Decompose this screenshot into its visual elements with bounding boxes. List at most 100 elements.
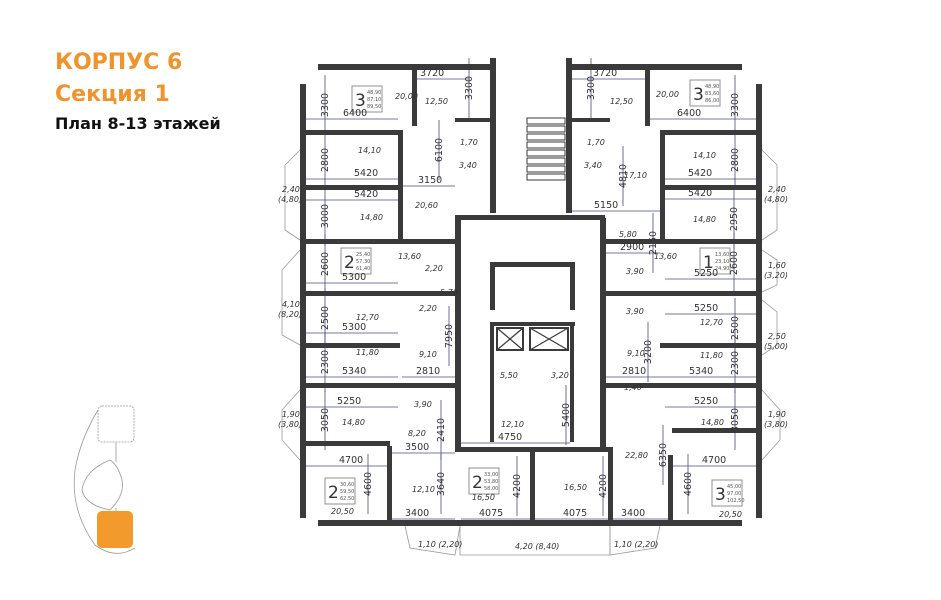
section-title: Секция 1 bbox=[55, 82, 170, 107]
apartment-area: 97,00 bbox=[727, 491, 741, 497]
apartment-area: 30,60 bbox=[340, 482, 354, 488]
dimension-label: 2300 bbox=[320, 350, 331, 374]
room-area-label: 9,10 bbox=[627, 349, 645, 358]
wall bbox=[490, 262, 575, 267]
balcony-area-label: 1,10 (2,20) bbox=[614, 540, 658, 549]
room-area-label: 5,80 bbox=[619, 230, 637, 239]
balcony-outline bbox=[761, 389, 781, 461]
wall bbox=[660, 130, 665, 242]
badge-frame bbox=[711, 479, 743, 507]
badge-frame bbox=[468, 467, 500, 495]
apartment-room-count: 2 bbox=[472, 473, 483, 493]
dimension-label: 4700 bbox=[339, 455, 363, 466]
apartment-area: 33,00 bbox=[484, 472, 498, 478]
dimension-label: 6400 bbox=[677, 108, 701, 119]
balcony-area-label: 2,50 bbox=[768, 332, 786, 341]
balcony-outline bbox=[761, 149, 778, 241]
dimension-label: 2500 bbox=[730, 316, 741, 340]
dimension-label: 4750 bbox=[498, 432, 522, 443]
dimension-label: 4075 bbox=[563, 508, 587, 519]
stair-step bbox=[526, 165, 566, 173]
wall bbox=[600, 218, 606, 450]
dimension-label: 2300 bbox=[730, 351, 741, 375]
stair-step bbox=[526, 125, 566, 133]
apartment-area: 53,80 bbox=[484, 479, 498, 485]
apartment-area: 61,40 bbox=[356, 266, 370, 272]
room-area-label: 20,00 bbox=[395, 92, 418, 101]
dimension-label: 5250 bbox=[694, 396, 718, 407]
badge-frame bbox=[324, 477, 356, 505]
badge-frame bbox=[351, 85, 383, 113]
room-area-label: 20,50 bbox=[719, 510, 742, 519]
plan-subtitle: План 8-13 этажей bbox=[55, 114, 221, 133]
room-area-label: 5,70 bbox=[440, 288, 458, 297]
wall bbox=[660, 343, 762, 348]
wall bbox=[412, 64, 417, 126]
room-area-label: 3,20 bbox=[551, 371, 569, 380]
stair-step bbox=[526, 133, 566, 141]
badge-frame bbox=[689, 79, 721, 107]
balcony-outline bbox=[761, 249, 778, 293]
wall bbox=[604, 291, 762, 296]
dimension-label: 2800 bbox=[320, 148, 331, 172]
room-area-label: 8,20 bbox=[408, 429, 426, 438]
apartment-area: 48,90 bbox=[367, 90, 381, 96]
apartment-area: 45,00 bbox=[727, 484, 741, 490]
room-area-label: 20,50 bbox=[331, 507, 354, 516]
wall bbox=[300, 291, 455, 296]
balcony-area-label: 1,60 bbox=[768, 261, 786, 270]
wall bbox=[300, 185, 402, 190]
wall bbox=[570, 64, 742, 70]
apartment-room-count: 2 bbox=[344, 253, 355, 273]
wall bbox=[756, 84, 762, 518]
wall bbox=[387, 446, 392, 524]
room-area-label: 13,60 bbox=[398, 252, 421, 261]
room-area-label: 20,00 bbox=[656, 90, 679, 99]
balcony-outline bbox=[404, 525, 461, 556]
stair-step bbox=[526, 173, 566, 181]
dimension-label: 3500 bbox=[405, 442, 429, 453]
wall bbox=[604, 239, 762, 244]
dimension-label: 2800 bbox=[730, 148, 741, 172]
room-area-label: 11,80 bbox=[356, 348, 379, 357]
balcony-area-label: 1,90 bbox=[282, 410, 300, 419]
room-area-label: 12,70 bbox=[700, 318, 723, 327]
dimension-label: 2810 bbox=[416, 366, 440, 377]
room-area-label: 17,10 bbox=[624, 171, 647, 180]
wall bbox=[530, 447, 535, 525]
dimension-label: 3150 bbox=[418, 175, 442, 186]
room-area-label: 3,40 bbox=[584, 161, 602, 170]
room-area-label: 13,60 bbox=[654, 252, 677, 261]
apartment-area: 86,00 bbox=[705, 98, 719, 104]
dimension-label: 4810 bbox=[618, 164, 629, 188]
badge-frame bbox=[699, 247, 731, 275]
dimension-label: 3720 bbox=[593, 68, 617, 79]
wall bbox=[570, 118, 610, 122]
wall bbox=[668, 455, 673, 525]
apartment-area: 83,60 bbox=[705, 91, 719, 97]
wall bbox=[300, 441, 390, 446]
wall bbox=[300, 239, 458, 244]
dimension-label: 2150 bbox=[648, 231, 659, 255]
room-area-label: 3,90 bbox=[626, 267, 644, 276]
wall bbox=[318, 64, 490, 70]
balcony-area-label: (4,80) bbox=[764, 195, 788, 204]
wall bbox=[455, 215, 605, 220]
elevator-cross bbox=[496, 327, 524, 351]
dimension-label: 5420 bbox=[688, 188, 712, 199]
dimension-label: 3300 bbox=[586, 76, 597, 100]
badge-frame bbox=[340, 247, 372, 275]
dimension-label: 5300 bbox=[342, 322, 366, 333]
wall bbox=[660, 130, 762, 135]
dimension-label: 3640 bbox=[436, 472, 447, 496]
wall bbox=[645, 64, 650, 126]
room-area-label: 1,70 bbox=[460, 138, 478, 147]
